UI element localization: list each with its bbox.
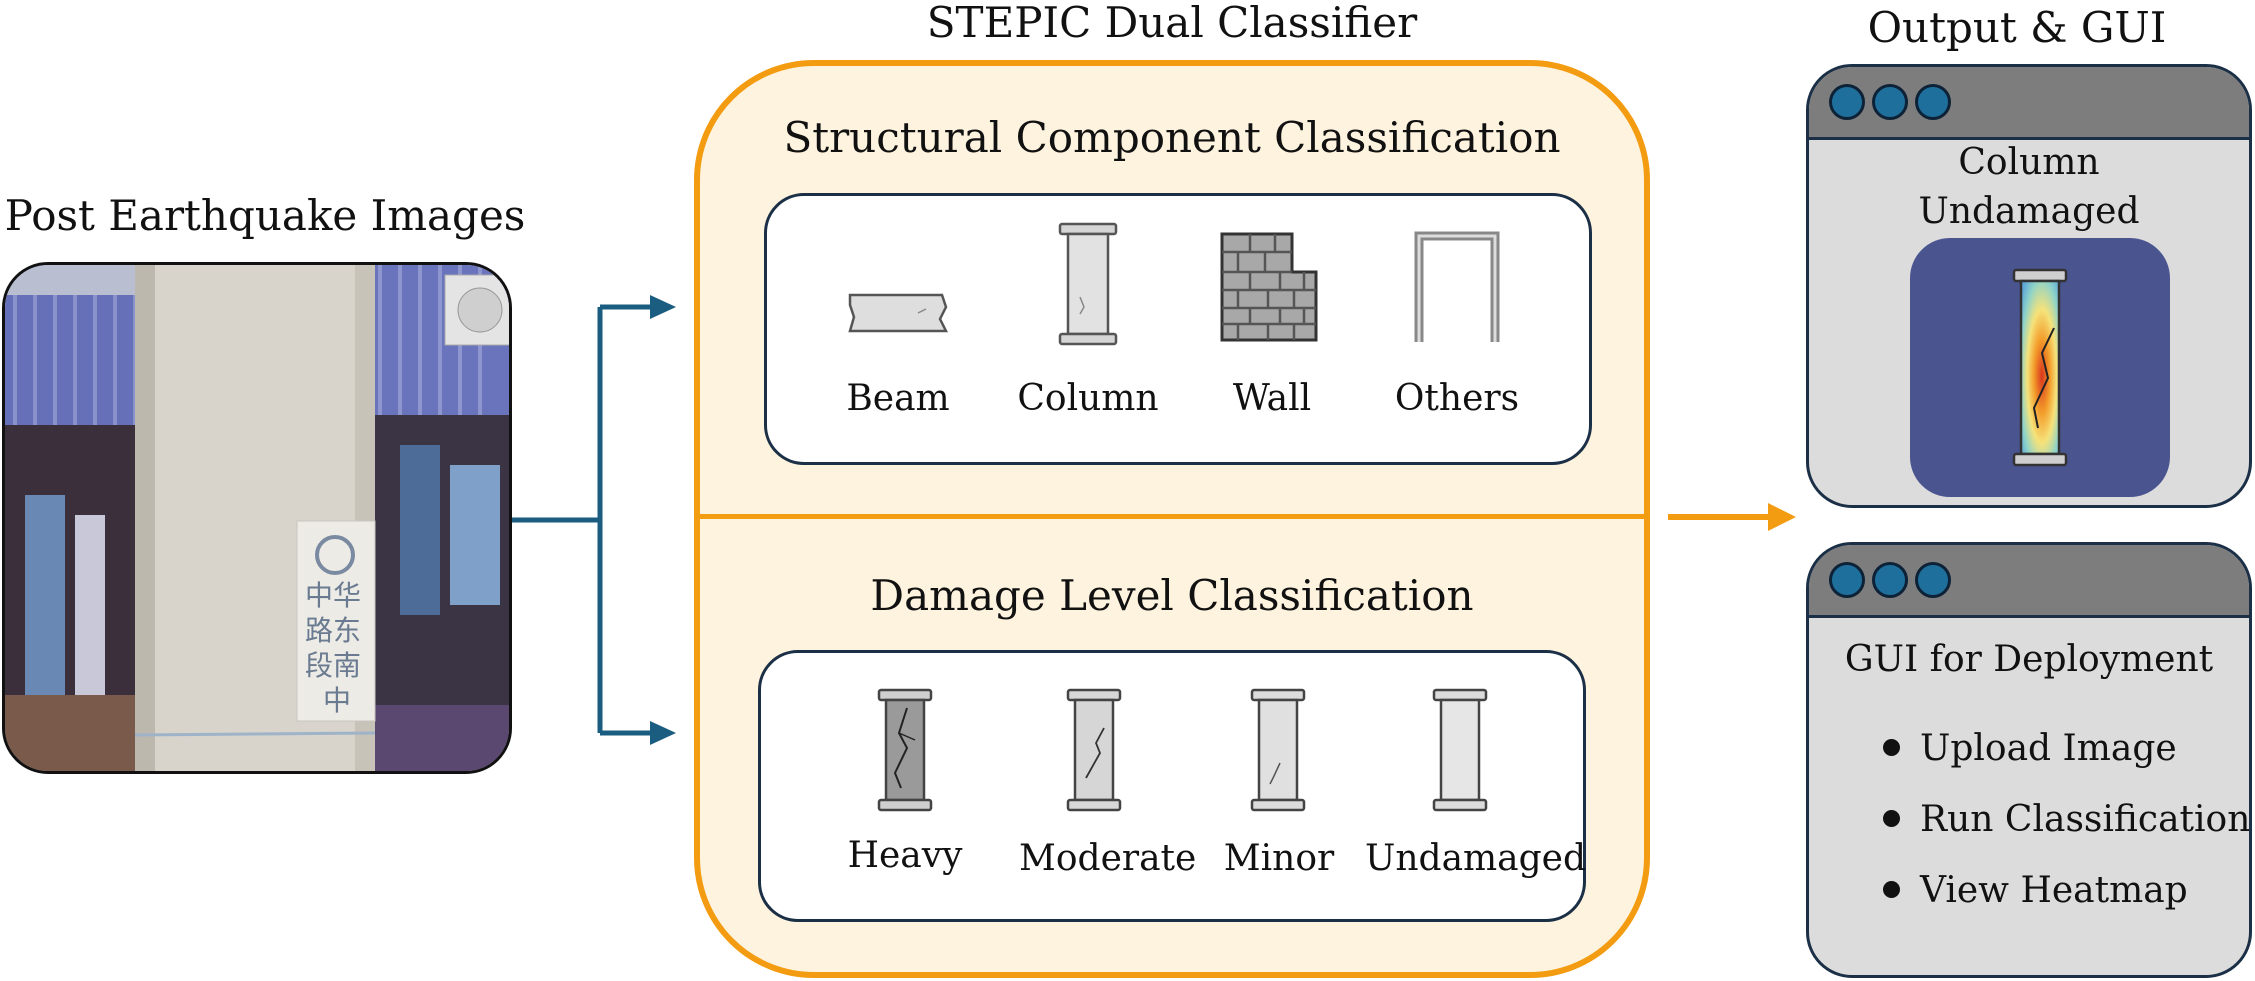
gui-bullet-text: Run Classification	[1920, 799, 2251, 840]
structural-label-others: Others	[1394, 378, 1520, 419]
structural-label-beam: Beam	[846, 378, 950, 419]
gui-bullet-run: Run Classification	[1883, 799, 2251, 840]
minor-damage-column-icon	[1250, 688, 1306, 812]
panel-divider	[694, 514, 1650, 519]
undamaged-column-icon	[1432, 688, 1488, 812]
heavy-damage-column-icon	[877, 688, 933, 812]
heatmap-column-icon	[2012, 268, 2068, 467]
svg-text:中: 中	[323, 684, 351, 717]
structural-label-wall: Wall	[1232, 378, 1312, 419]
window-dot-icon	[1829, 84, 1865, 120]
window-dot-icon	[1872, 562, 1908, 598]
svg-text:路东: 路东	[305, 614, 361, 647]
gui-bullet-text: Upload Image	[1920, 728, 2177, 769]
damage-label-undamaged: Undamaged	[1365, 838, 1587, 879]
window-dot-icon	[1872, 84, 1908, 120]
gui-window: GUI for Deployment Upload Image Run Clas…	[1806, 542, 2252, 978]
bullet-icon	[1883, 880, 1900, 898]
gui-bullet-text: View Heatmap	[1920, 870, 2188, 911]
gui-bullet-upload: Upload Image	[1883, 731, 2177, 767]
damage-label-minor: Minor	[1223, 838, 1335, 879]
bullet-icon	[1883, 809, 1900, 827]
post-earthquake-photo: 中华 路东 段南 中	[2, 262, 512, 774]
gui-window-titlebar	[1809, 545, 2249, 618]
damage-label-heavy: Heavy	[847, 835, 963, 876]
moderate-damage-column-icon	[1066, 688, 1122, 812]
column-icon	[1058, 222, 1118, 346]
window-dot-icon	[1829, 562, 1865, 598]
svg-text:中华: 中华	[305, 579, 361, 612]
classifier-title: STEPIC Dual Classifier	[926, 0, 1418, 47]
structural-title: Structural Component Classification	[783, 113, 1561, 162]
damage-title: Damage Level Classification	[870, 571, 1474, 620]
result-damage: Undamaged	[1918, 191, 2140, 232]
brick-wall-icon	[1220, 232, 1318, 342]
gui-bullet-heatmap: View Heatmap	[1883, 873, 2188, 909]
result-component: Column	[1958, 142, 2100, 183]
result-window-titlebar	[1809, 67, 2249, 140]
input-title: Post Earthquake Images	[4, 191, 526, 240]
svg-text:段南: 段南	[305, 649, 361, 682]
structural-label-column: Column	[1017, 378, 1159, 419]
result-window: Column Undamaged	[1806, 64, 2252, 508]
window-dot-icon	[1915, 562, 1951, 598]
beam-icon	[848, 293, 949, 333]
gui-title: GUI for Deployment	[1844, 639, 2214, 680]
output-title: Output & GUI	[1867, 3, 2167, 52]
bullet-icon	[1883, 738, 1900, 756]
damage-label-moderate: Moderate	[1019, 838, 1197, 879]
frame-icon	[1414, 231, 1500, 342]
window-dot-icon	[1915, 84, 1951, 120]
